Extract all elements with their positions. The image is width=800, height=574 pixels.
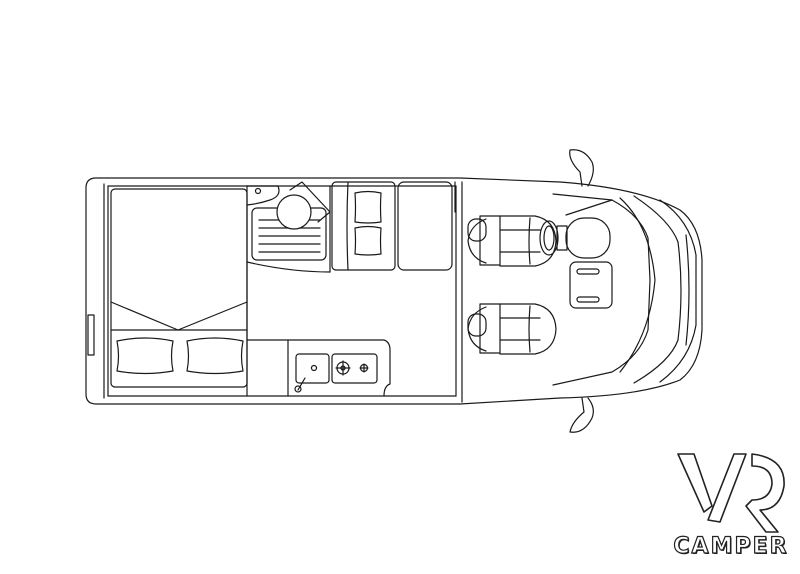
dashboard — [552, 193, 697, 386]
sink — [295, 353, 330, 384]
vr-camper-logo: CAMPER — [668, 448, 794, 568]
pillow-right — [186, 337, 244, 375]
passenger-seat — [467, 303, 557, 355]
washbasin-drain — [254, 187, 262, 195]
kitchen-block — [246, 339, 391, 397]
faucet — [297, 377, 306, 391]
bathroom — [246, 181, 331, 397]
van-body — [85, 177, 703, 405]
mirror-left — [569, 149, 594, 187]
logo-text: CAMPER — [673, 533, 789, 559]
vr-logo-mark-icon — [677, 453, 785, 533]
cushion-bottom — [354, 225, 382, 256]
mirror-right — [569, 397, 594, 433]
dinette-bench — [331, 181, 396, 271]
hob — [331, 353, 378, 384]
cushion-top — [354, 190, 382, 224]
steering-wheel — [539, 220, 568, 256]
toilet — [276, 194, 312, 230]
wardrobe — [397, 181, 456, 271]
driver-seat — [467, 215, 557, 267]
pillow-left — [116, 337, 174, 375]
rear-bed — [110, 188, 248, 388]
